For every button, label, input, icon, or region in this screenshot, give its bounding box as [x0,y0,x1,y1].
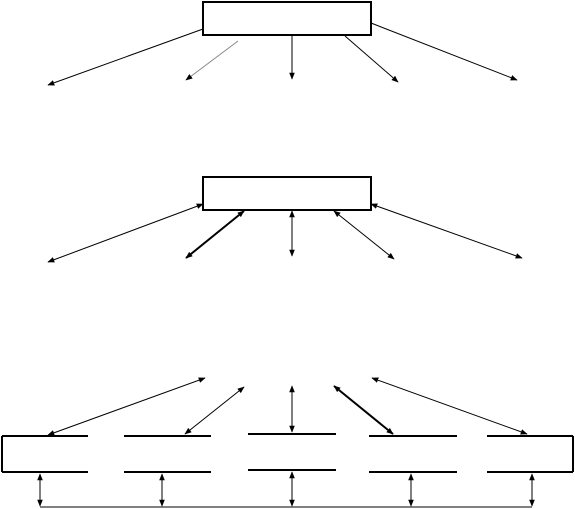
arrow-middle-2 [185,210,245,259]
panel-middle [47,176,523,263]
source-box-top [202,1,372,36]
arrow-top-1 [47,28,204,86]
source-box-middle [202,176,372,211]
arrow-bottom-upper-4 [333,385,394,435]
arrow-bottom-upper-2 [184,386,245,435]
arrow-top-4 [344,35,399,83]
node-2 [124,435,211,473]
node-5 [487,435,574,473]
arrow-middle-4 [333,210,395,260]
panel-bottom [1,377,574,508]
arrow-top-5 [370,22,518,81]
arrow-top-2 [185,40,239,81]
arrow-bottom-upper-1 [47,377,206,436]
arrow-middle-5 [370,203,523,259]
arrow-middle-1 [47,203,204,263]
panel-top [47,1,518,86]
arrow-bottom-upper-5 [371,377,528,435]
node-1 [1,435,88,473]
node-4 [369,435,457,473]
node-3 [248,433,336,471]
